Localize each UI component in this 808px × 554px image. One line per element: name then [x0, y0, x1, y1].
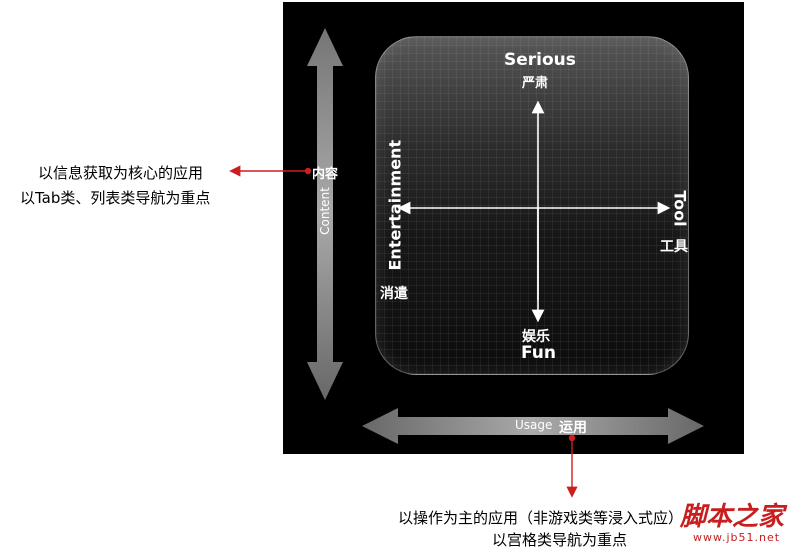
entertainment-label-zh: 消遣: [380, 286, 408, 302]
bottom-annotation-line2: 以宫格类导航为重点: [492, 531, 628, 549]
watermark-url: www.jb51.net: [693, 531, 781, 544]
serious-label-zh: 严肃: [522, 76, 549, 91]
left-annotation-line1: 以信息获取为核心的应用: [38, 164, 204, 182]
usage-axis-arrow: [362, 408, 704, 444]
bottom-annotation-line1: 以操作为主的应用（非游戏类等浸入式应）: [398, 509, 684, 527]
fun-label: Fun: [521, 343, 556, 363]
usage-axis-label-zh: 运用: [559, 420, 587, 436]
left-annotation-line2: 以Tab类、列表类导航为重点: [20, 189, 211, 207]
tool-label-zh: 工具: [660, 239, 688, 255]
content-axis-label-zh: 内容: [312, 167, 339, 182]
watermark-text: 脚本之家: [680, 502, 785, 532]
usage-axis-label: Usage: [515, 418, 553, 432]
serious-label: Serious: [504, 50, 576, 70]
fun-label-zh: 娱乐: [522, 329, 550, 345]
content-axis-arrow: [307, 28, 343, 400]
